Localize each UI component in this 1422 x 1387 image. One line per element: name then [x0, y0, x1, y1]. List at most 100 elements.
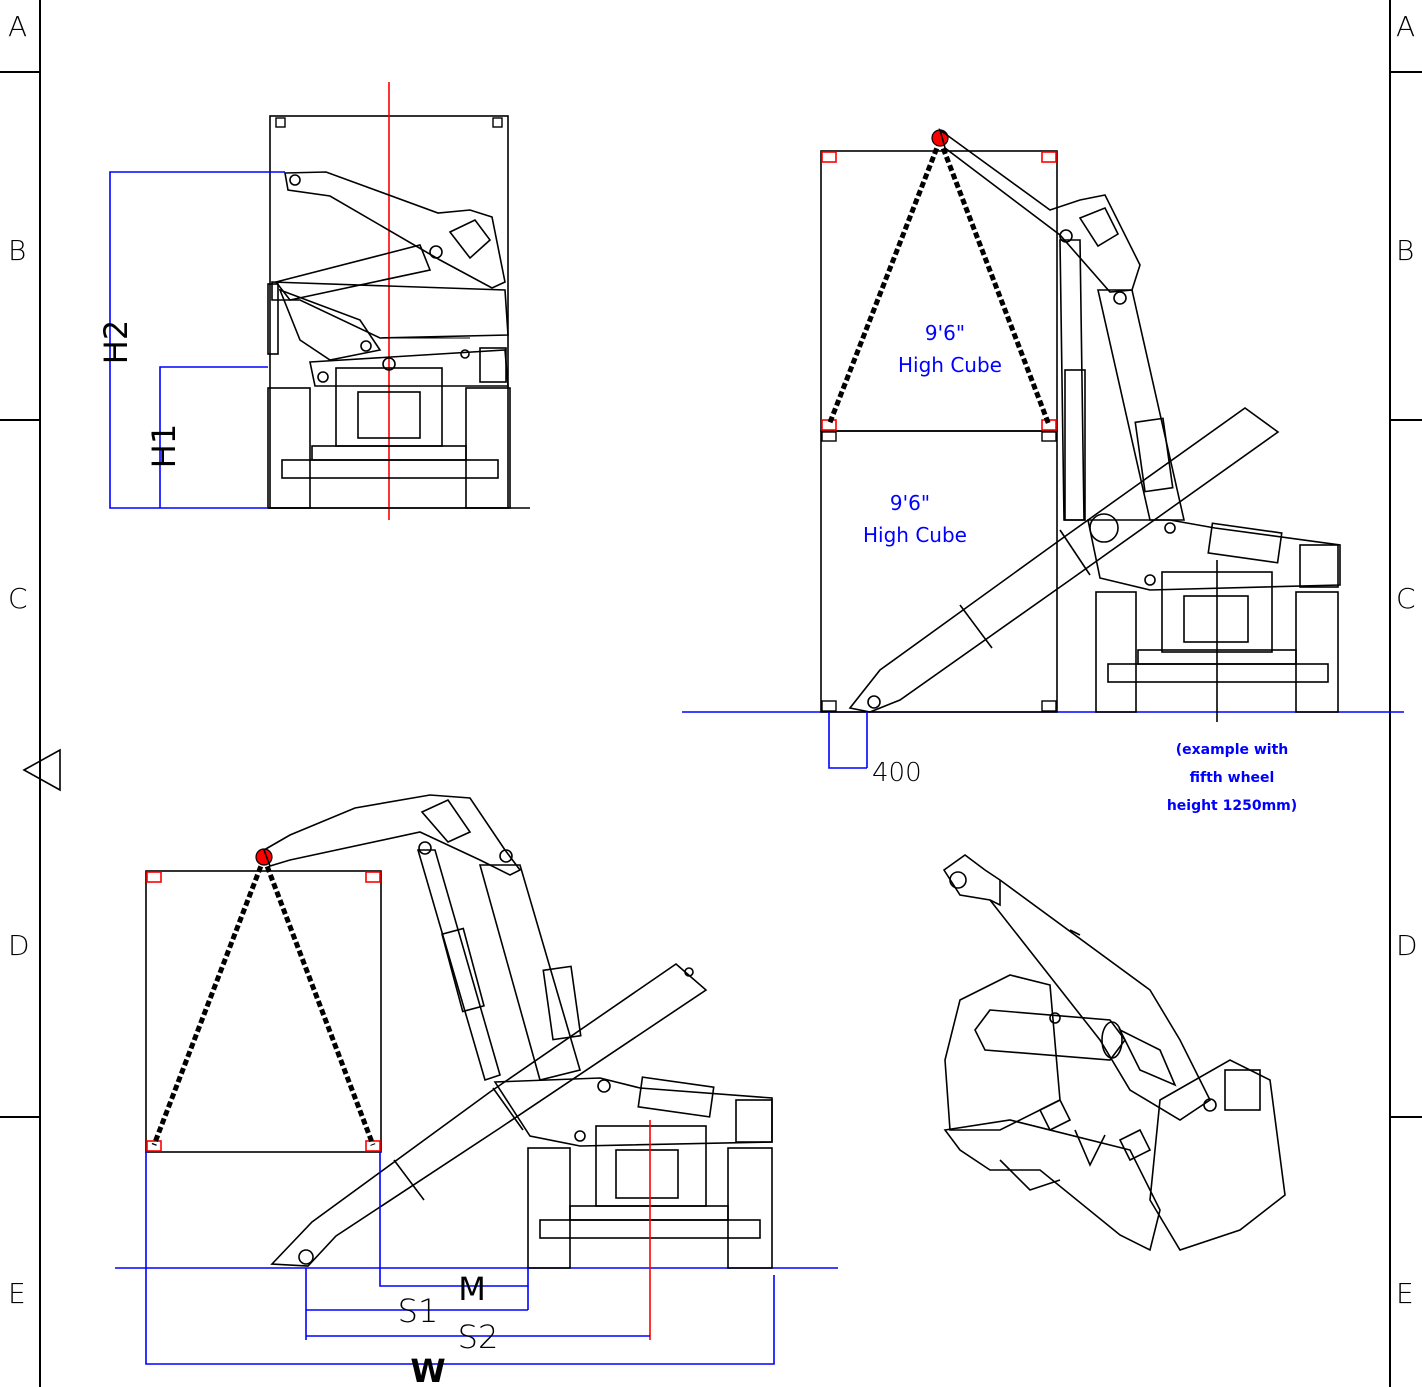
container-lower-type: High Cube — [863, 523, 967, 547]
crane-boom-raised — [938, 128, 1141, 293]
pivot-pin-icon — [1113, 291, 1127, 305]
pivot-pin-icon — [317, 371, 329, 383]
crane-boom-folded — [284, 171, 506, 289]
truck-wheel-left — [527, 1147, 571, 1269]
zone-label-d-right: D — [1396, 929, 1418, 962]
zone-labels-right: A B C D E — [1396, 10, 1418, 1310]
beam-band — [492, 1087, 524, 1131]
arm-end-plate — [267, 283, 279, 355]
corner-casting-icon — [1041, 700, 1057, 712]
dim-label-m: M — [458, 1270, 486, 1308]
fifth-wheel-window — [357, 391, 421, 439]
corner-casting-icon — [1041, 431, 1057, 442]
base-bracket — [1299, 544, 1339, 588]
iso-rear-frame — [1149, 1059, 1286, 1251]
dimension-h1: H1 — [145, 366, 268, 508]
pivot-pin-icon — [418, 841, 432, 855]
zone-label-c-left: C — [8, 582, 28, 615]
pivot-pin-icon — [298, 1249, 314, 1265]
container-upper-type: High Cube — [898, 353, 1002, 377]
crane-telescopic-beam — [848, 407, 1280, 713]
view-transport-position: H2 H1 — [97, 82, 530, 520]
zone-labels-left: A B C D E — [8, 10, 30, 1310]
pivot-pin-icon — [597, 1079, 611, 1093]
lifting-chain-left — [826, 139, 943, 426]
pivot-pin-icon — [499, 849, 513, 863]
chassis-frame — [1107, 663, 1329, 683]
cylinder-barrel — [441, 927, 485, 1013]
truck-wheel-right — [1295, 591, 1339, 713]
dim-label-h1: H1 — [145, 424, 183, 468]
pivot-pin-icon — [574, 1130, 586, 1142]
chassis-crossmember — [569, 1205, 729, 1221]
dimension-s1: S1 — [305, 1268, 529, 1340]
zone-label-a-right: A — [1396, 10, 1415, 43]
fifth-wheel-window — [615, 1149, 679, 1199]
corner-casting-icon — [821, 151, 837, 163]
dim-label-w: W — [410, 1352, 445, 1387]
dim-label-h2: H2 — [97, 320, 135, 364]
pivot-pin-icon — [684, 967, 694, 977]
container-lower-size: 9'6" — [890, 491, 930, 515]
centering-arrow-icon — [22, 748, 61, 792]
iso-logo-mark — [1074, 1129, 1106, 1167]
dim-label-s1: S1 — [398, 1292, 439, 1330]
pivot-pin-icon — [429, 245, 443, 259]
cylinder-barrel — [1064, 369, 1086, 521]
corner-casting-icon — [365, 871, 381, 883]
container-outline — [145, 870, 382, 1153]
view-isometric — [942, 854, 1286, 1252]
beam-band — [959, 604, 993, 649]
beam-band — [393, 1159, 425, 1201]
iso-cylinder — [974, 1009, 1126, 1061]
pivot-pin-icon — [360, 340, 372, 352]
corner-casting-icon — [275, 117, 286, 128]
pivot-pin-icon — [1203, 1098, 1217, 1112]
note-line-1: (example with — [1176, 742, 1289, 758]
zone-label-c-right: C — [1396, 582, 1416, 615]
pivot-pin-icon — [949, 871, 967, 889]
pivot-pin-icon — [1089, 513, 1119, 543]
lifting-chain-right — [937, 139, 1052, 426]
crane-hinge-plate — [278, 288, 382, 361]
truck-wheel-right — [465, 387, 511, 509]
cylinder-barrel — [1134, 417, 1174, 493]
cylinder-barrel — [542, 965, 582, 1041]
crane-telescopic-beam — [270, 962, 708, 1267]
pivot-pin-icon — [1059, 229, 1073, 243]
view-single-lift-reach: M S1 S2 W — [115, 794, 838, 1387]
cylinder-barrel — [1207, 522, 1283, 564]
boom-cutout — [420, 798, 472, 843]
truck-wheel-right — [727, 1147, 773, 1269]
lifting-chain-right — [261, 857, 376, 1146]
iso-platform — [943, 1119, 1161, 1252]
crane-boom-raised — [263, 794, 522, 876]
view-double-stack-lift: 9'6" High Cube 9'6" High Cube 400 (examp… — [682, 128, 1404, 814]
boom-cutout — [1078, 206, 1120, 248]
boom-cutout — [448, 218, 492, 260]
corner-casting-icon — [821, 431, 837, 442]
base-bracket — [735, 1099, 773, 1143]
dim-label-s2: S2 — [458, 1318, 499, 1356]
lifting-chain-left — [151, 857, 267, 1146]
dimension-w: W — [145, 1152, 775, 1387]
crane-arm — [274, 244, 432, 301]
chassis-frame — [281, 459, 499, 479]
dim-label-offset: 400 — [872, 758, 922, 788]
crane-base-frame — [1087, 519, 1341, 591]
dimension-h2: H2 — [97, 171, 285, 509]
container-upper-size: 9'6" — [925, 321, 965, 345]
truck-wheel-left — [267, 387, 311, 509]
zone-label-d-left: D — [8, 929, 30, 962]
zone-label-e-left: E — [8, 1277, 26, 1310]
corner-casting-icon — [492, 117, 503, 128]
beam-band — [1059, 529, 1091, 576]
fifth-wheel-block — [595, 1125, 707, 1207]
note-line-3: height 1250mm) — [1167, 798, 1297, 814]
crane-base-frame — [309, 349, 509, 387]
cylinder-end — [1101, 1021, 1123, 1059]
zone-label-b-left: B — [8, 234, 26, 267]
corner-casting-icon — [146, 1140, 162, 1152]
crane-column — [478, 864, 582, 1081]
